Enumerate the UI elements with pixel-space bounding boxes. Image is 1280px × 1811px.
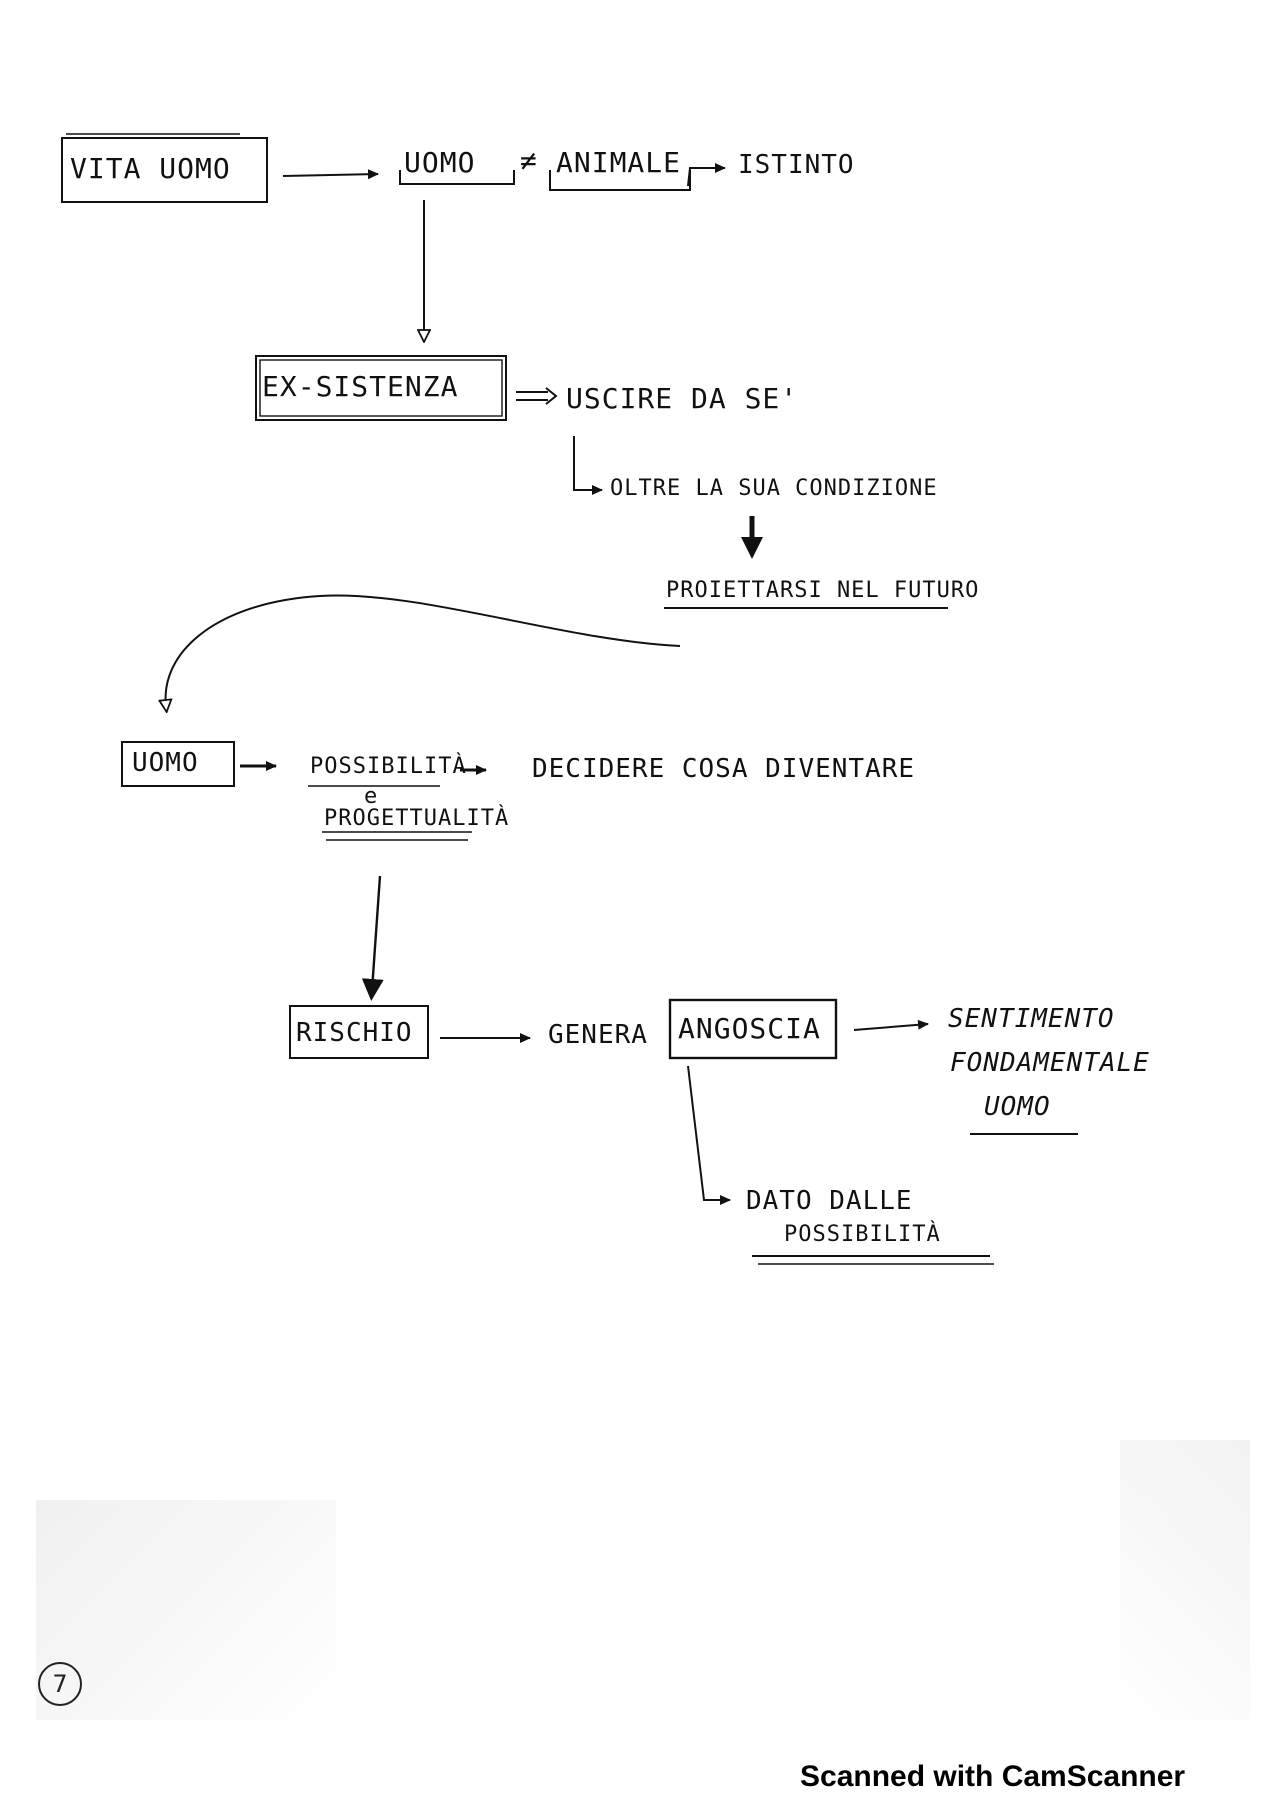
node-oltre: OLTRE LA SUA CONDIZIONE <box>610 476 938 501</box>
node-e: e <box>364 784 379 809</box>
node-uscire: USCIRE DA SE' <box>566 382 799 415</box>
node-progettualita: PROGETTUALITÀ <box>324 806 510 831</box>
node-dato-line2: POSSIBILITÀ <box>784 1222 941 1247</box>
node-proiettarsi: PROIETTARSI NEL FUTURO <box>666 578 980 603</box>
node-animale: ANIMALE <box>556 146 682 179</box>
vita-uomo-box <box>61 137 268 203</box>
paper-shadow <box>1120 1440 1250 1720</box>
node-vita-uomo: VITA UOMO <box>70 152 231 185</box>
paper-shadow <box>36 1500 336 1720</box>
node-sentimento-line1: SENTIMENTO <box>948 1004 1115 1034</box>
arrow-to-rischio <box>361 875 384 1001</box>
curve-arrow-uomo <box>166 594 681 706</box>
node-sentimento-line2: FONDAMENTALE <box>950 1048 1150 1078</box>
page-number: 7 <box>38 1662 82 1706</box>
arrow-vita-uomo <box>282 169 379 180</box>
scanner-watermark: Scanned with CamScanner <box>800 1760 1186 1793</box>
node-uomo-top: UOMO <box>404 146 476 179</box>
angoscia-box <box>668 998 838 1060</box>
node-uomo-mid: UOMO <box>132 748 199 778</box>
node-istinto: ISTINTO <box>738 150 855 180</box>
node-angoscia: ANGOSCIA <box>678 1012 821 1045</box>
node-possibilita: POSSIBILITÀ <box>310 754 467 779</box>
uomo-mid-box <box>121 741 235 787</box>
node-dato-line1: DATO DALLE <box>746 1186 913 1216</box>
node-rischio: RISCHIO <box>296 1018 413 1048</box>
esistenza-box <box>255 355 507 421</box>
node-sentimento-line3: UOMO <box>984 1092 1051 1122</box>
neq-symbol: ≠ <box>520 144 538 177</box>
node-decidere: DECIDERE COSA DIVENTARE <box>532 754 916 784</box>
rischio-box <box>289 1005 429 1059</box>
node-esistenza: EX-SISTENZA <box>262 370 459 403</box>
node-genera: GENERA <box>548 1020 648 1050</box>
